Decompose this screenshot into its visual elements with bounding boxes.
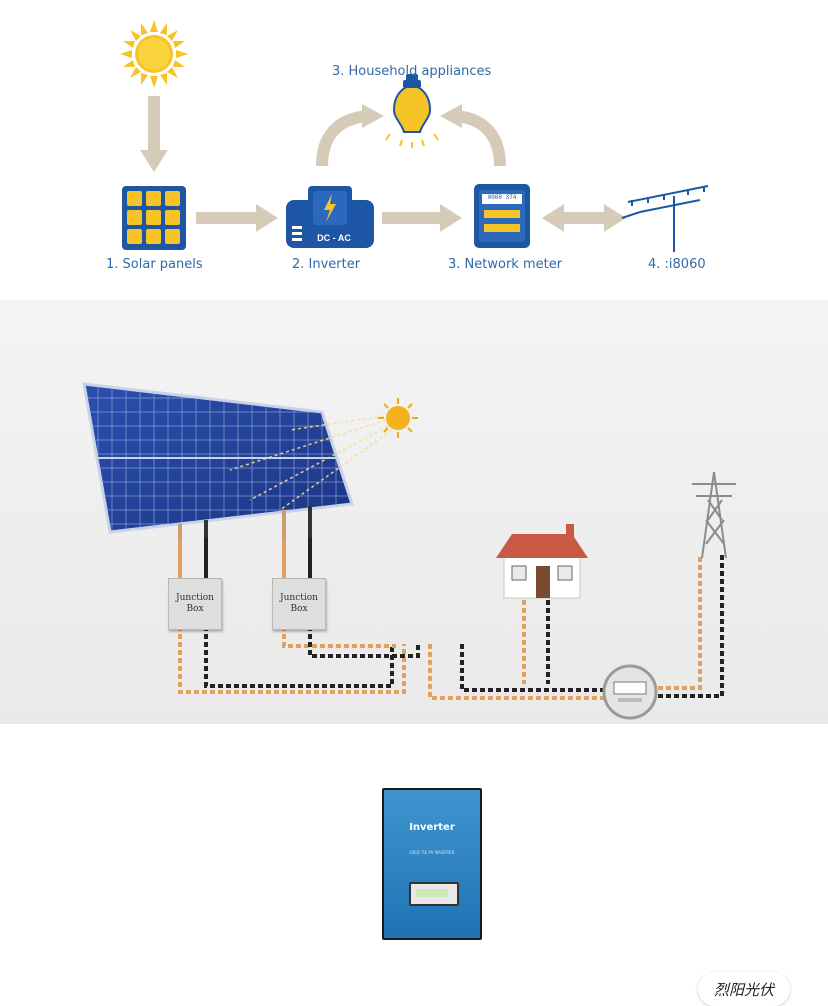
inverter-display	[409, 882, 459, 906]
sun-icon	[120, 20, 188, 88]
grid-label: 4. :i8060	[648, 257, 706, 272]
watermark-badge: 烈阳光伏	[698, 972, 790, 1006]
junction-box-1-line1: Junction	[176, 593, 214, 603]
grid-tie-installation-illustration: Junction Box Junction Box Inverter GRID …	[0, 300, 828, 1006]
sun-icon	[378, 398, 418, 438]
inverter-icon-text: DC - AC	[317, 233, 351, 243]
sun-to-panel-arrow-icon	[140, 96, 168, 172]
installation-graphics	[82, 382, 736, 720]
household-appliances-label: 3. Household appliances	[332, 64, 492, 79]
electric-meter-icon	[602, 664, 658, 720]
inverter-to-meter-arrow-icon	[382, 204, 462, 232]
solar-panel-array	[82, 382, 354, 538]
dc-wiring	[178, 538, 420, 694]
inverter-icon	[286, 186, 374, 248]
house-icon	[496, 524, 588, 599]
overview-graphics: DC - AC	[120, 20, 709, 252]
inverter-label: 2. Inverter	[292, 257, 361, 272]
grid-tie-inverter: Inverter GRID TIE PV INVERTER	[382, 788, 482, 940]
sunlight-rays	[229, 415, 393, 511]
ac-wiring	[428, 554, 724, 700]
solar-panels-label: 1. Solar panels	[106, 257, 203, 272]
junction-box-2-line2: Box	[290, 604, 308, 614]
panel-to-inverter-arrow-icon	[196, 204, 278, 232]
transmission-tower-icon	[692, 471, 736, 559]
solar-panel-icon	[122, 186, 186, 250]
meter-grid-double-arrow-icon	[542, 204, 626, 232]
light-bulb-icon	[385, 74, 439, 148]
power-line-pole-icon	[621, 185, 709, 252]
network-meter-icon	[474, 184, 530, 248]
junction-box-1: Junction Box	[168, 578, 222, 630]
junction-box-2: Junction Box	[272, 578, 326, 630]
junction-box-1-line2: Box	[186, 604, 204, 614]
solar-system-overview-diagram: DC - AC	[0, 0, 828, 300]
network-meter-label: 3. Network meter	[448, 257, 563, 272]
meter-display-text: 0008 374	[488, 194, 517, 201]
meter-to-appliances-arrow-icon	[440, 104, 506, 167]
inverter-to-appliances-arrow-icon	[316, 104, 384, 167]
inverter-title: Inverter	[409, 822, 455, 833]
junction-box-2-line1: Junction	[280, 593, 318, 603]
inverter-subtext: GRID TIE PV INVERTER	[409, 850, 455, 855]
